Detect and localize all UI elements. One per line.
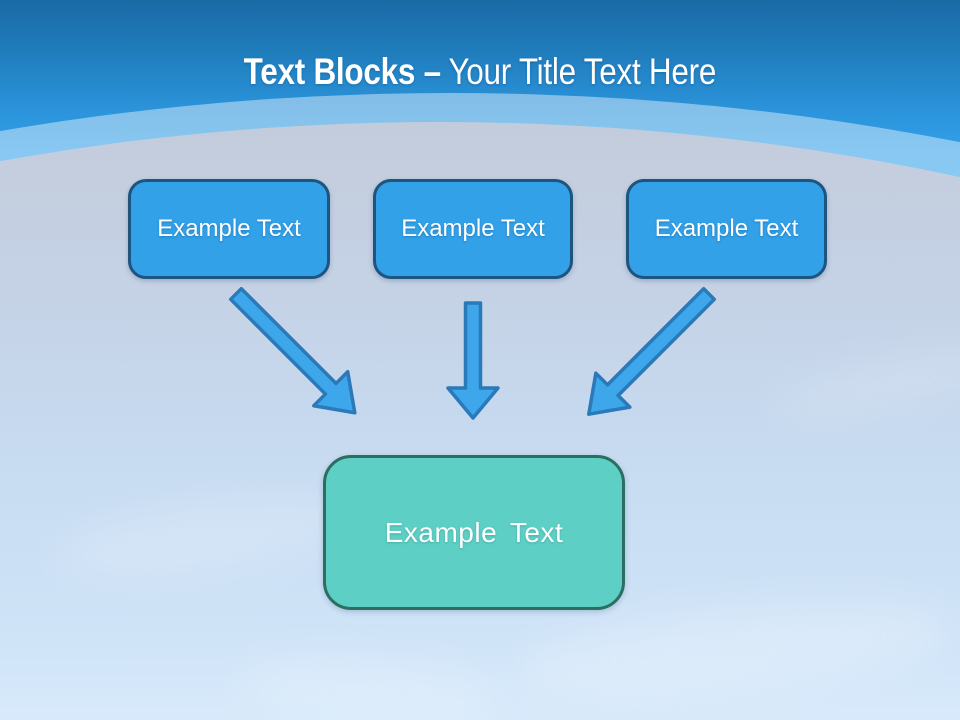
slide-title: Text Blocks –Your Title Text Here — [0, 50, 960, 94]
text-block-3-label: Example Text — [654, 215, 799, 242]
text-block-3: Example Text — [626, 179, 827, 279]
text-block-2-label: Example Text — [401, 215, 545, 242]
text-block-2: Example Text — [373, 179, 573, 279]
text-block-1: Example Text — [128, 179, 330, 279]
result-block-label: Example Text — [384, 516, 564, 548]
result-block: Example Text — [323, 455, 625, 610]
slide-title-subtitle: Your Title Text Here — [448, 51, 717, 92]
slide-title-emphasis: Text Blocks – — [243, 51, 441, 92]
text-block-1-label: Example Text — [157, 215, 301, 242]
